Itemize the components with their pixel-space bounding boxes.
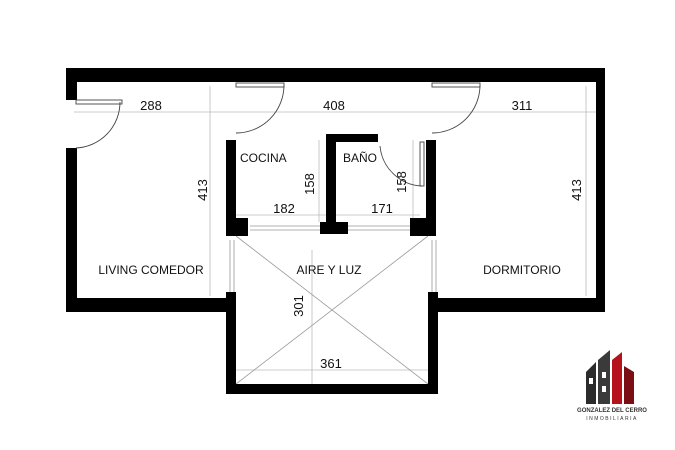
wall-bath-left — [326, 134, 336, 222]
room-kitchen: COCINA — [240, 151, 287, 165]
dimension-lines — [74, 86, 598, 385]
wall-bath-top — [326, 134, 378, 142]
wall-top — [66, 68, 605, 82]
entry-door — [75, 99, 123, 149]
wall-kitchen-left — [226, 140, 236, 236]
room-bath: BAÑO — [343, 151, 377, 165]
wall-right — [596, 68, 605, 312]
dim-center-width: 408 — [323, 98, 345, 113]
dim-bath-width: 171 — [371, 201, 393, 216]
dim-bedroom-depth: 413 — [569, 179, 584, 201]
dim-bedroom-width: 311 — [512, 98, 533, 113]
wall-patio-left — [226, 292, 236, 394]
bedroom-door — [431, 82, 481, 134]
room-bedroom: DORMITORIO — [483, 263, 561, 277]
wall-bath-foot — [410, 218, 436, 236]
dim-kitchen-height: 158 — [302, 173, 317, 195]
wall-bath-right — [426, 140, 436, 236]
wall-kitchen-foot — [226, 218, 248, 236]
wall-bottom-right — [428, 298, 605, 312]
dim-living-depth: 413 — [195, 179, 210, 201]
logo-name: GONZALEZ DEL CERRO — [577, 408, 647, 414]
kitchen-door — [235, 82, 285, 134]
bath-door — [379, 141, 425, 187]
walls — [66, 68, 605, 394]
logo-tagline: INMOBILIARIA — [586, 416, 638, 422]
wall-patio-right — [428, 292, 438, 394]
room-living: LIVING COMEDOR — [98, 263, 204, 277]
dim-kitchen-width: 182 — [273, 201, 295, 216]
window-lines — [229, 225, 437, 292]
patio-cross — [235, 235, 429, 385]
dim-living-width: 288 — [140, 98, 162, 113]
wall-patio-bottom — [226, 384, 438, 394]
wall-left-upper — [66, 68, 77, 100]
wall-bottom-left — [66, 298, 236, 312]
room-patio: AIRE Y LUZ — [297, 263, 362, 277]
dim-patio-depth: 301 — [291, 295, 306, 317]
doors — [75, 82, 481, 187]
logo-building-icon — [586, 350, 634, 404]
company-logo: GONZALEZ DEL CERRO INMOBILIARIA — [577, 350, 647, 422]
dim-patio-width: 361 — [320, 356, 342, 371]
wall-center-stub — [320, 222, 348, 234]
dim-bath-height: 158 — [394, 171, 409, 193]
wall-left-lower — [66, 148, 77, 312]
